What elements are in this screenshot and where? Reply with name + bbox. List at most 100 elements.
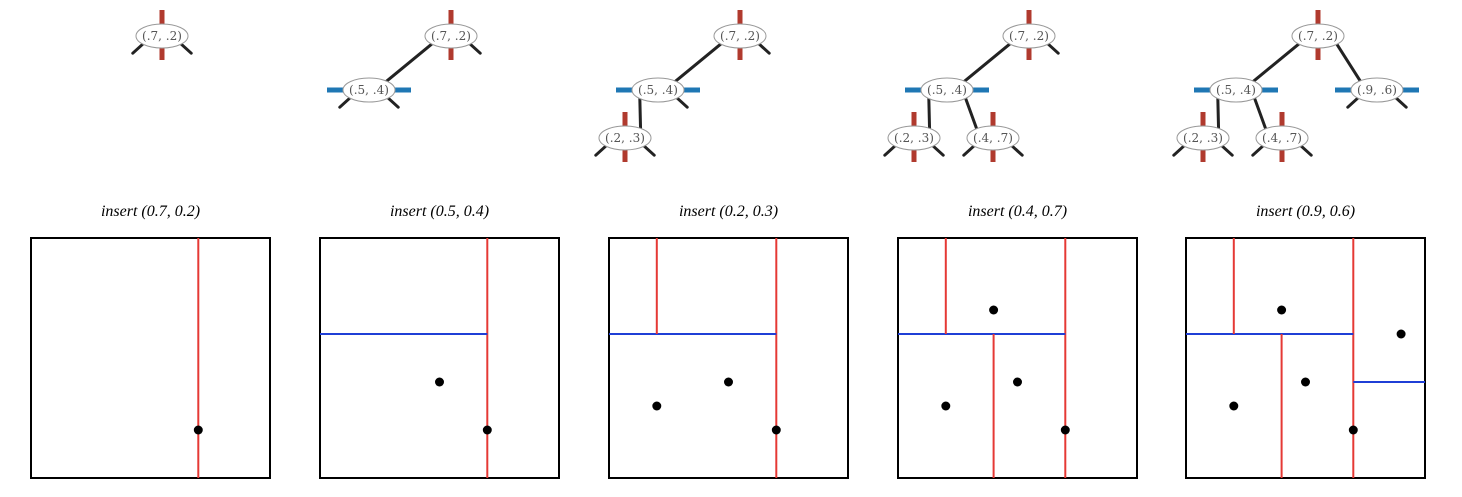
tree-node: (.2, .3) <box>887 112 941 162</box>
tree-node: (.5, .4) <box>1194 77 1278 103</box>
data-point <box>1013 377 1022 387</box>
node-label: (.2, .3) <box>894 131 934 145</box>
tree-edge <box>961 41 1013 85</box>
node-label: (.2, .3) <box>1183 131 1223 145</box>
tree-node: (.5, .4) <box>616 77 700 103</box>
null-link-stub <box>883 143 898 157</box>
node-ellipse <box>1176 125 1230 151</box>
node-label: (.4, .7) <box>973 131 1013 145</box>
tree-node: (.4, .7) <box>1255 112 1309 162</box>
node-label: (.9, .6) <box>1357 83 1397 97</box>
panel-2: (.7, .2) (.5, .4) insert (0.5, 0.4) <box>319 10 560 479</box>
tree-node: (.9, .6) <box>1335 77 1419 103</box>
null-link-stub <box>1045 41 1060 55</box>
data-point <box>1301 377 1310 387</box>
node-label: (.2, .3) <box>605 131 645 145</box>
node-label: (.5, .4) <box>638 83 678 97</box>
data-point <box>989 305 999 315</box>
panel-caption: insert (0.5, 0.4) <box>390 203 489 220</box>
node-ellipse <box>1350 77 1404 103</box>
node-ellipse <box>920 77 974 103</box>
tree-edge <box>1250 41 1302 85</box>
node-label: (.7, .2) <box>720 29 760 43</box>
tree: (.7, .2) (.5, .4) <box>327 10 482 109</box>
data-point <box>1277 305 1287 315</box>
null-link-stub <box>338 95 353 109</box>
data-point <box>771 425 781 435</box>
unit-square <box>319 237 560 479</box>
panel-caption: insert (0.9, 0.6) <box>1256 203 1355 220</box>
node-label: (.7, .2) <box>142 29 182 43</box>
null-link-stub <box>1346 95 1361 109</box>
node-ellipse <box>1209 77 1263 103</box>
node-ellipse <box>631 77 685 103</box>
tree-node: (.7, .2) <box>424 10 478 60</box>
node-ellipse <box>713 23 767 49</box>
data-point <box>482 425 492 435</box>
node-label: (.7, .2) <box>431 29 471 43</box>
tree-edge <box>383 41 435 85</box>
null-link-stub <box>756 41 771 55</box>
tree: (.7, .2) (.5, .4) (.2, .3) <box>594 10 771 162</box>
unit-square <box>608 237 849 479</box>
null-link-stub <box>1219 143 1234 157</box>
tree: (.7, .2) (.5, .4) (.2, .3) (.4, .7) <box>883 10 1060 162</box>
tree-node: (.7, .2) <box>1291 10 1345 60</box>
null-link-stub <box>1009 143 1024 157</box>
unit-square <box>897 237 1138 479</box>
node-ellipse <box>342 77 396 103</box>
tree: (.7, .2) (.5, .4) (.2, .3) (.4, .7) (.9, .6) <box>1172 10 1419 162</box>
unit-square <box>1185 237 1426 479</box>
tree: (.7, .2) <box>131 10 193 60</box>
null-link-stub <box>962 143 977 157</box>
partition-box <box>897 237 1138 479</box>
panel-4: (.7, .2) (.5, .4) (.2, .3) (.4, .7) insert (… <box>883 10 1138 479</box>
null-link-stub <box>930 143 945 157</box>
node-label: (.7, .2) <box>1009 29 1049 43</box>
tree-edge <box>1334 41 1363 85</box>
tree-edge <box>638 95 643 133</box>
tree-edge <box>927 95 932 133</box>
node-label: (.5, .4) <box>927 83 967 97</box>
data-point <box>941 401 951 411</box>
partition-box <box>319 237 560 479</box>
data-point <box>652 401 662 411</box>
tree-node: (.2, .3) <box>598 112 652 162</box>
node-ellipse <box>135 23 189 49</box>
tree-node: (.7, .2) <box>713 10 767 60</box>
node-ellipse <box>1255 125 1309 151</box>
null-link-stub <box>385 95 400 109</box>
node-label: (.5, .4) <box>1216 83 1256 97</box>
panel-1: (.7, .2) insert (0.7, 0.2) <box>30 10 271 479</box>
tree-node: (.5, .4) <box>327 77 411 103</box>
node-label: (.5, .4) <box>349 83 389 97</box>
null-link-stub <box>467 41 482 55</box>
null-link-stub <box>641 143 656 157</box>
node-ellipse <box>966 125 1020 151</box>
data-point <box>1229 401 1239 411</box>
null-link-stub <box>594 143 609 157</box>
panel-caption: insert (0.7, 0.2) <box>101 203 200 220</box>
panel-caption: insert (0.4, 0.7) <box>968 203 1067 220</box>
null-link-stub <box>1172 143 1187 157</box>
tree-edge <box>963 95 979 133</box>
node-label: (.4, .7) <box>1262 131 1302 145</box>
data-point <box>1060 425 1070 435</box>
unit-square <box>30 237 271 479</box>
null-link-stub <box>674 95 689 109</box>
tree-node: (.7, .2) <box>135 10 189 60</box>
null-link-stub <box>1298 143 1313 157</box>
node-ellipse <box>424 23 478 49</box>
partition-box <box>608 237 849 479</box>
null-link-stub <box>1393 95 1408 109</box>
node-ellipse <box>1002 23 1056 49</box>
null-link-stub <box>178 41 193 55</box>
panel-5: (.7, .2) (.5, .4) (.2, .3) (.4, .7) (.9, .6)… <box>1172 10 1426 479</box>
node-ellipse <box>1291 23 1345 49</box>
data-point <box>1348 425 1358 435</box>
tree-edge <box>672 41 724 85</box>
node-ellipse <box>598 125 652 151</box>
data-point <box>435 377 444 387</box>
panel-caption: insert (0.2, 0.3) <box>679 203 778 220</box>
